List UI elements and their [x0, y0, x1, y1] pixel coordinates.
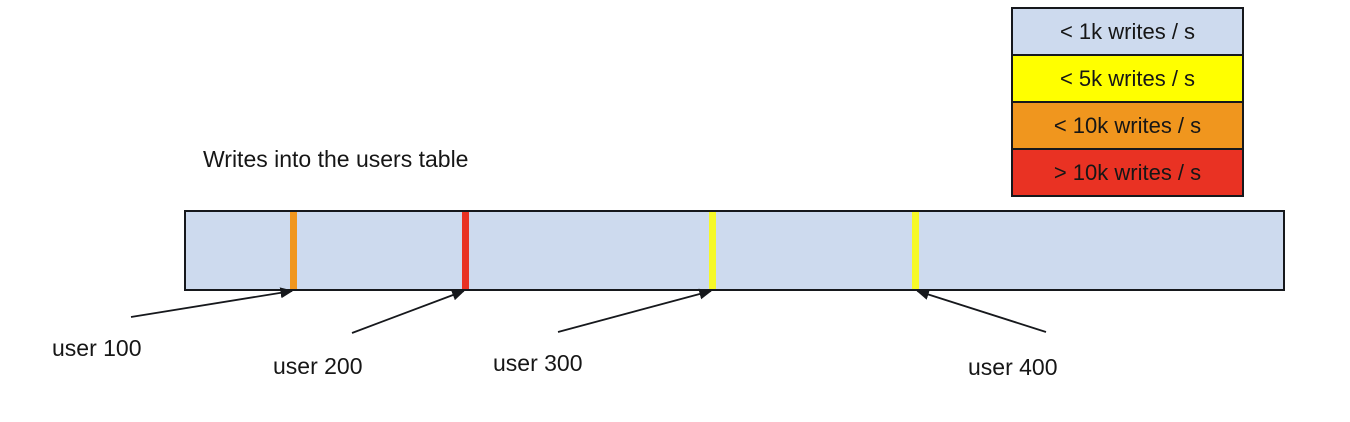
- legend-item-label: < 1k writes / s: [1059, 18, 1196, 44]
- legend-item-label: > 10k writes / s: [1053, 159, 1202, 185]
- write-rate-legend: < 1k writes / s < 5k writes / s < 10k wr…: [1011, 7, 1244, 197]
- user-label: user 200: [273, 353, 363, 379]
- user-label: user 100: [52, 335, 142, 361]
- legend-item: < 5k writes / s: [1013, 56, 1242, 103]
- write-rate-marker: [911, 212, 919, 289]
- pointer-arrow: [915, 289, 1047, 333]
- pointer-arrow: [130, 287, 294, 318]
- legend-item-label: < 10k writes / s: [1053, 112, 1202, 138]
- pointer-arrow: [557, 288, 713, 333]
- write-rate-marker: [709, 212, 717, 289]
- user-label: user 400: [968, 354, 1058, 380]
- write-rate-marker: [462, 212, 470, 289]
- legend-item: < 1k writes / s: [1013, 9, 1242, 56]
- write-rate-marker: [290, 212, 298, 289]
- user-label: user 300: [493, 350, 583, 376]
- users-table-bar: [184, 210, 1285, 291]
- legend-item: < 10k writes / s: [1013, 103, 1242, 150]
- pointer-arrow: [351, 289, 466, 334]
- legend-item: > 10k writes / s: [1013, 150, 1242, 195]
- diagram-title: Writes into the users table: [203, 146, 469, 172]
- legend-item-label: < 5k writes / s: [1059, 65, 1196, 91]
